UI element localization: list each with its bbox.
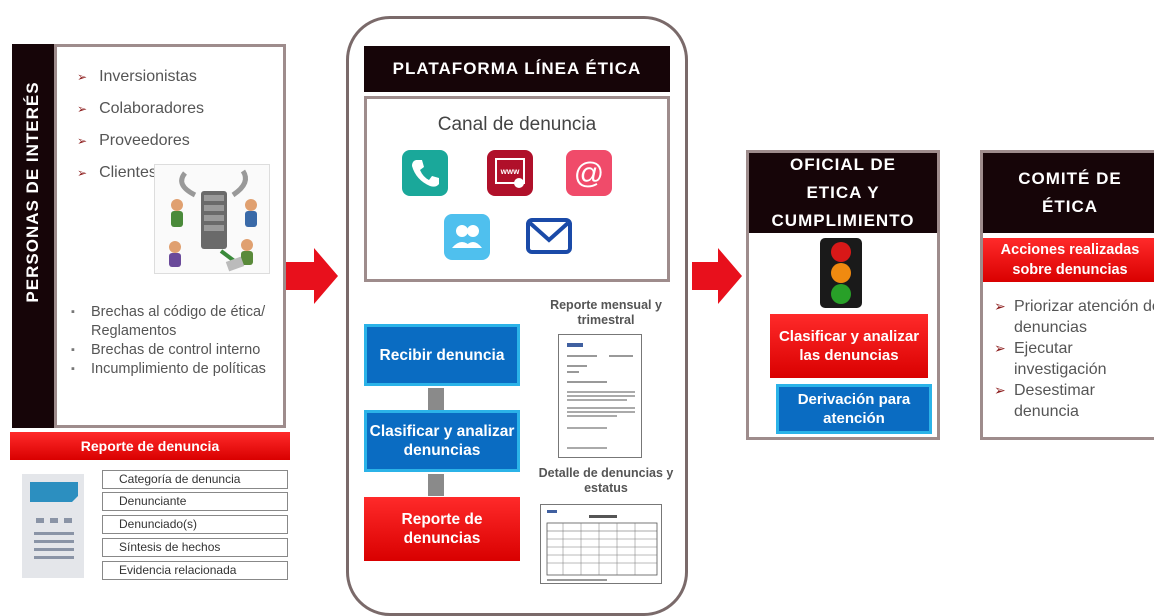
action-item: Ejecutar investigación <box>994 338 1154 380</box>
report-field-row: Denunciante <box>102 492 288 511</box>
breach-item: Brechas al código de ética/ Reglamentos <box>69 303 279 341</box>
stakeholder-group-item: ➢Colaboradores <box>77 100 205 117</box>
breach-item: Brechas de control interno <box>69 341 279 360</box>
arrow-bullet-icon: ➢ <box>77 166 88 180</box>
report-field-row: Síntesis de hechos <box>102 538 288 557</box>
monthly-report-thumbnail <box>558 334 642 458</box>
svg-text:@: @ <box>574 157 604 190</box>
step-classify-analyze: Clasificar y analizar denuncias <box>364 410 520 472</box>
flow-arrow-icon <box>692 248 742 304</box>
users-icon <box>444 214 490 260</box>
compliance-officer-title: OFICIAL DE ETICA Y CUMPLIMIENTO <box>749 153 937 233</box>
report-field-row: Denunciado(s) <box>102 515 288 534</box>
flow-arrow-icon <box>286 248 338 304</box>
mail-icon <box>526 214 572 260</box>
ethics-committee-panel <box>980 150 1154 440</box>
arrow-bullet-icon: ➢ <box>77 134 88 148</box>
at-sign-icon: @ <box>566 150 612 196</box>
report-field-row: Evidencia relacionada <box>102 561 288 580</box>
document-icon <box>22 470 86 580</box>
report-label: Reporte de denuncia <box>10 432 290 460</box>
traffic-light-green <box>831 284 851 304</box>
channel-title: Canal de denuncia <box>437 114 597 135</box>
detail-report-thumbnail <box>540 504 662 584</box>
detail-report-caption: Detalle de denuncias y estatus <box>538 466 674 495</box>
stakeholder-group-item: ➢Inversionistas <box>77 68 197 85</box>
action-item: Priorizar atención de denuncias <box>994 296 1154 338</box>
step-receive-complaint: Recibir denuncia <box>364 324 520 386</box>
stakeholder-network-illustration <box>154 164 270 274</box>
svg-text:www: www <box>500 167 520 176</box>
breach-list: Brechas al código de ética/ Reglamentos … <box>69 303 279 379</box>
step-connector <box>428 388 444 410</box>
traffic-light-amber <box>831 263 851 283</box>
compliance-officer-panel <box>746 150 940 440</box>
step-connector <box>428 474 444 496</box>
actions-label: Acciones realizadas sobre denuncias <box>983 238 1154 282</box>
step-complaint-report: Reporte de denuncias <box>364 497 520 561</box>
stakeholders-title-bar <box>12 44 54 428</box>
breach-item: Incumplimiento de políticas <box>69 360 279 379</box>
stakeholders-title: PERSONAS DE INTERÉS <box>23 81 42 303</box>
platform-title: PLATAFORMA LÍNEA ÉTICA <box>364 46 670 92</box>
derivation-box: Derivación para atención <box>776 384 932 434</box>
monthly-report-caption: Reporte mensual y trimestral <box>550 298 662 327</box>
actions-list: Priorizar atención de denuncias Ejecutar… <box>994 296 1154 422</box>
traffic-light-red <box>831 242 851 262</box>
arrow-bullet-icon: ➢ <box>77 102 88 116</box>
stakeholder-group-item: ➢Clientes <box>77 164 157 181</box>
action-item: Desestimar denuncia <box>994 380 1154 422</box>
stakeholder-group-list: ➢Inversionistas ➢Colaboradores ➢Proveedo… <box>77 63 204 191</box>
classify-analyze-box: Clasificar y analizar las denuncias <box>770 314 928 378</box>
channel-box <box>364 96 670 282</box>
phone-icon <box>402 150 448 196</box>
stakeholder-group-item: ➢Proveedores <box>77 132 190 149</box>
arrow-bullet-icon: ➢ <box>77 70 88 84</box>
web-icon: www <box>487 150 533 196</box>
traffic-light-icon <box>820 238 862 308</box>
ethics-committee-title: COMITÉ DE ÉTICA <box>983 153 1154 233</box>
report-field-row: Categoría de denuncia <box>102 470 288 489</box>
